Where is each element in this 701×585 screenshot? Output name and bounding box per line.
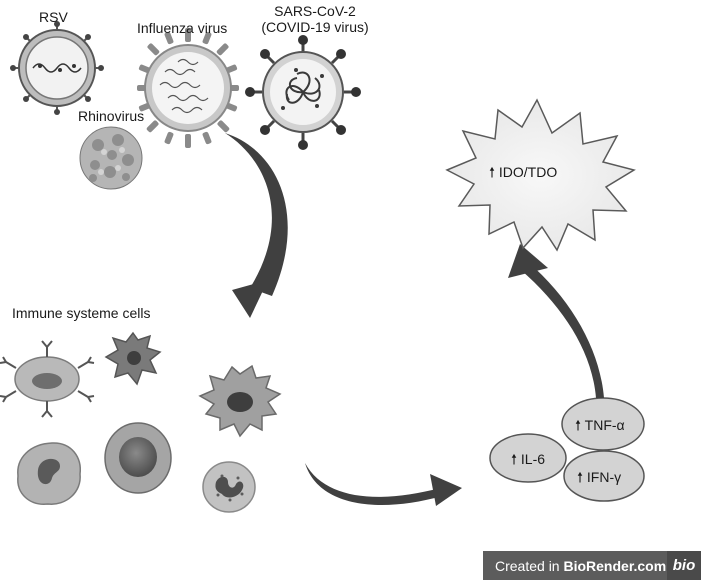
sars-cov-2-label-line2: (COVID-19 virus) (261, 19, 369, 35)
rsv-label: RSV (39, 9, 68, 25)
ifn-gamma-bubble (563, 450, 645, 502)
ido-tdo-text: IDO/TDO (498, 164, 558, 180)
biorender-banner: Created in BioRender.com bio (483, 551, 701, 580)
up-arrow-icon: 🠕 (575, 417, 582, 433)
rhinovirus-label: Rhinovirus (78, 108, 145, 124)
ido-tdo-label: 🠕 IDO/TDO (489, 164, 557, 180)
sars-cov-2-label: SARS-CoV-2 (COVID-19 virus) (250, 3, 380, 35)
tnf-alpha-label: 🠕 TNF-α (575, 417, 625, 433)
sars-cov-2-label-line1: SARS-CoV-2 (274, 3, 356, 19)
banner-brand: BioRender.com (563, 557, 667, 574)
banner-prefix: Created in (495, 557, 564, 574)
b-cell-with-antibodies-icon (0, 340, 95, 418)
arrow-to-cytokines (305, 463, 462, 506)
rsv-virus-icon (10, 21, 104, 115)
curved-arrow-to-ido-tdo (508, 244, 604, 398)
ifn-gamma-label: 🠕 IFN-γ (577, 469, 621, 485)
biorender-logo-icon: bio (667, 551, 701, 580)
influenza-label: Influenza virus (137, 20, 228, 36)
immune-cells-title: Immune systeme cells (12, 305, 151, 321)
il6-label: 🠕 IL-6 (511, 451, 545, 467)
lymphocyte-cell-icon (104, 422, 172, 494)
monocyte-cell-icon (17, 442, 81, 505)
ifn-gamma-text: IFN-γ (586, 469, 622, 485)
up-arrow-icon: 🠕 (577, 469, 584, 485)
il6-text: IL-6 (520, 451, 546, 467)
neutrophil-cell-icon (202, 461, 256, 513)
ido-tdo-starburst (445, 98, 636, 252)
sars-cov-2-virus-icon (245, 35, 361, 150)
up-arrow-icon: 🠕 (489, 164, 496, 180)
macrophage-cell-icon (198, 364, 282, 438)
tnf-alpha-text: TNF-α (584, 417, 625, 433)
influenza-virus-icon (137, 28, 239, 148)
up-arrow-icon: 🠕 (511, 451, 518, 467)
dendritic-cell-icon (104, 331, 162, 386)
curved-arrow-to-immune-cells (225, 133, 288, 318)
banner-text: Created in BioRender.com (495, 558, 666, 574)
rhinovirus-icon (79, 126, 143, 190)
il6-bubble (489, 433, 567, 483)
